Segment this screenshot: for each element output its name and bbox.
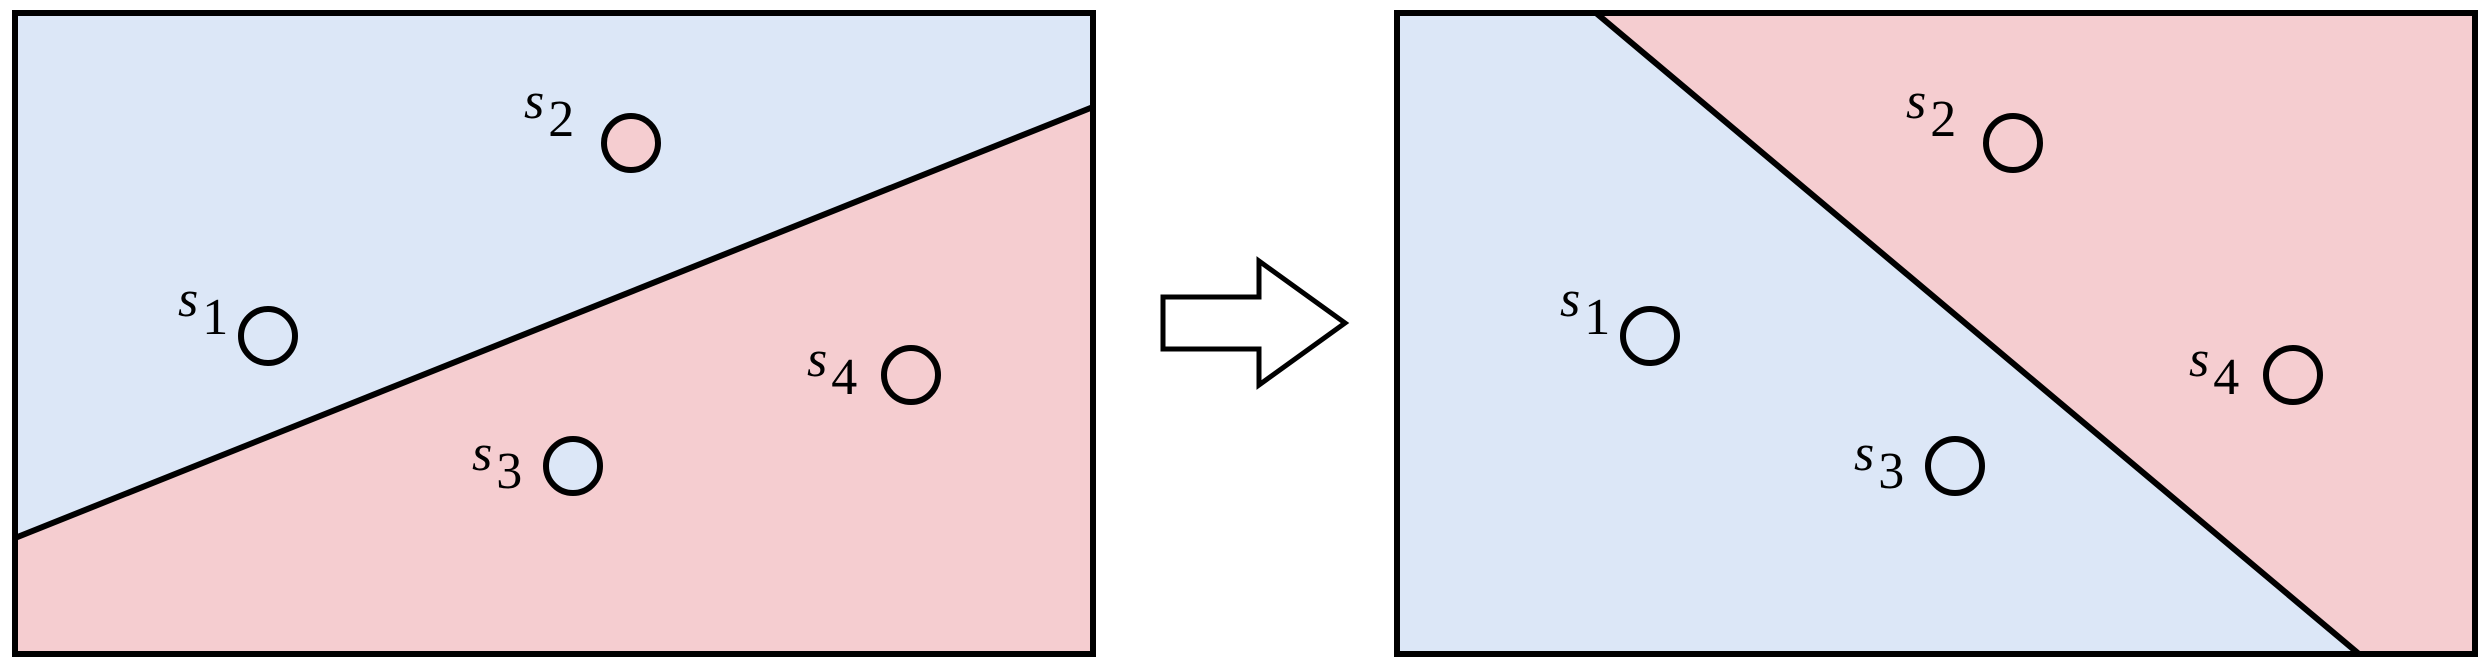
left-point-s2: s2 [524,73,661,173]
right-point-s3-label: s3 [1854,425,1904,500]
right-point-s1-label: s1 [1560,271,1610,346]
right-point-s3-marker [1925,436,1985,496]
left-region-blue [15,13,1093,538]
right-region-red [1596,13,2475,654]
left-decision-boundary [13,104,1095,541]
left-region-red [15,107,1093,654]
left-point-s4-label: s4 [807,331,857,406]
left-point-s3-label: s3 [472,425,522,500]
right-point-s2-label: s2 [1906,73,1956,148]
left-point-s4: s4 [807,331,941,406]
left-panel: s1 s2 s3 s4 [12,10,1096,657]
right-point-s2-marker [1983,113,2043,173]
right-panel: s1 s2 s3 s4 [1394,10,2478,657]
right-decision-boundary [1594,10,2361,657]
right-point-s2: s2 [1906,73,2043,173]
left-panel-frame [12,10,1096,657]
left-point-s4-marker [881,345,941,405]
right-point-s4: s4 [2189,331,2323,406]
right-point-s4-label: s4 [2189,331,2239,406]
left-point-s2-marker [601,113,661,173]
right-point-s4-marker [2263,345,2323,405]
left-point-s3-marker [543,436,603,496]
left-point-s1-marker [238,306,298,366]
right-point-s1-marker [1620,306,1680,366]
right-panel-frame [1394,10,2478,657]
left-point-s1-label: s1 [178,271,228,346]
right-point-s3: s3 [1854,425,1985,500]
right-region-blue [1397,13,2359,654]
left-point-s3: s3 [472,425,603,500]
left-point-s1: s1 [178,271,298,366]
right-arrow-icon [1160,256,1350,390]
right-point-s1: s1 [1560,271,1680,366]
left-point-s2-label: s2 [524,73,574,148]
